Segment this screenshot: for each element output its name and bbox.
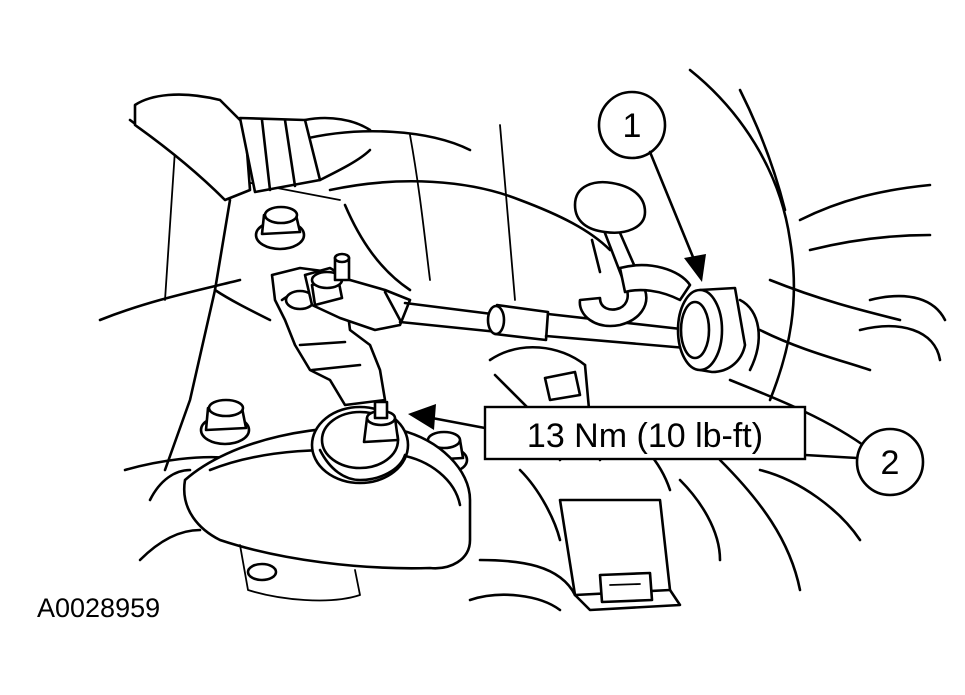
callout-1: 1 xyxy=(597,90,706,282)
cable-hook-bracket xyxy=(573,180,692,328)
torque-label-box xyxy=(483,405,807,461)
cable-ball-stud xyxy=(303,252,412,332)
torque-spec: 13 Nm (10 lb-ft) xyxy=(408,404,807,461)
housing-bolt-left xyxy=(199,398,251,446)
shift-cable xyxy=(398,301,692,350)
callout-2-number: 2 xyxy=(881,444,900,482)
callout-2: 2 xyxy=(803,427,925,497)
torque-label: 13 Nm (10 lb-ft) xyxy=(527,417,763,455)
shift-lever-bracket xyxy=(270,266,387,407)
torque-arrowhead xyxy=(408,404,436,430)
housing-bolt-upper xyxy=(254,205,306,251)
manual-lever-nut xyxy=(310,400,410,485)
cable-bushing xyxy=(676,286,761,374)
callout-1-number: 1 xyxy=(623,107,642,145)
coolant-hose xyxy=(133,93,372,202)
callout-1-arrowhead xyxy=(684,254,706,282)
figure-id: A0028959 xyxy=(37,593,160,623)
range-sensor-cover xyxy=(138,426,472,602)
